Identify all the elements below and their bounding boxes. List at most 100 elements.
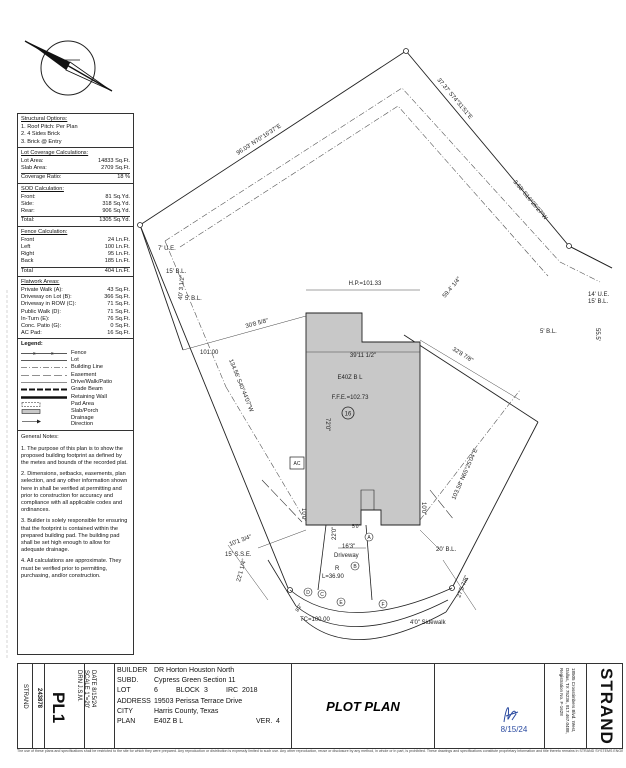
tb-scale: 1"=20' bbox=[83, 691, 89, 709]
dimension-lines bbox=[182, 289, 521, 611]
tb-irc: 2018 bbox=[242, 687, 258, 695]
right-curve-dim: 27'5 7/8" bbox=[456, 575, 470, 599]
tb-scale-label: SCALE bbox=[83, 670, 89, 690]
note-item: 4. All calculations are approximate. The… bbox=[21, 558, 122, 579]
tb-city: Harris County, Texas bbox=[154, 707, 219, 715]
tb-drn: J.S.M. bbox=[76, 684, 82, 702]
sidewalk-label: 4'0" Sidewalk bbox=[410, 620, 447, 626]
tb-subdivision: Cypress Green Section 11 bbox=[154, 677, 236, 685]
legend-item: Building Line bbox=[21, 364, 130, 371]
front-gap-left: 10'0" bbox=[300, 508, 306, 521]
info-panel: Structural Options: 1. Roof Pitch: Per P… bbox=[17, 113, 134, 655]
dim-west: 40' 3 1/2" bbox=[178, 275, 186, 300]
bl-east-2: 5' B.L. bbox=[540, 329, 557, 335]
callout-a: A bbox=[367, 535, 371, 541]
driveway-and-street bbox=[267, 524, 469, 640]
tb-builder: DR Horton Houston North bbox=[154, 667, 235, 674]
call-southeast: 103.58' N65°25'04"E bbox=[451, 448, 479, 501]
tb-sheet-cell: PL1 bbox=[44, 664, 85, 748]
dim-right: 32'8 7/8" bbox=[451, 347, 474, 364]
house-width: 39'11 1/2" bbox=[350, 353, 376, 359]
call-ne-top: 37.37' S74°31'51"E bbox=[435, 77, 473, 120]
note-item: 1. The purpose of this plan is to show t… bbox=[21, 445, 128, 466]
structural-options: Structural Options: 1. Roof Pitch: Per P… bbox=[18, 114, 133, 148]
signature-mark bbox=[503, 707, 519, 723]
note-item: 2. Dimensions, setbacks, easements, plan… bbox=[21, 471, 128, 514]
tb-job-number: 243878 bbox=[36, 688, 42, 709]
callout-f: F bbox=[381, 602, 384, 608]
legend-item: Pad Area bbox=[21, 401, 130, 408]
tb-drawn-strip: STRAND bbox=[18, 664, 33, 748]
tb-signature-cell: 8/15/24 bbox=[434, 664, 545, 748]
front-left-long: 10'1 3/4" bbox=[229, 534, 253, 548]
coverage-row: Lot Area:14833 Sq.Ft. bbox=[21, 158, 130, 165]
callout-e: E bbox=[339, 600, 343, 606]
call-ne-mid: 3.58' S16°25'27"W bbox=[511, 179, 548, 221]
tb-company-address: 18505 Crosstimbers Blvd. West, Dallas, T… bbox=[544, 664, 587, 748]
tb-date-label: DATE bbox=[90, 670, 96, 686]
coverage-row: Coverage Ratio:18 % bbox=[21, 173, 130, 181]
building-line-icon bbox=[21, 367, 67, 369]
tb-plan: E40Z B L bbox=[154, 718, 184, 726]
coverage-row: Slab Area:2709 Sq.Ft. bbox=[21, 165, 130, 172]
footer-disclaimer: The use of these plans and specification… bbox=[17, 749, 623, 753]
call-north: 96.03' N70°16'37"E bbox=[236, 123, 283, 156]
pad-area-icon bbox=[21, 402, 41, 407]
left-curve-dim: 22'1 1/4" bbox=[236, 558, 248, 582]
driveway-label: Driveway bbox=[334, 553, 359, 559]
legend-item: Easement bbox=[21, 372, 130, 379]
ffe-label: F.F.E.=102.73 bbox=[332, 395, 370, 401]
front-gap-right: 10'0" bbox=[420, 502, 426, 515]
sod-row: Front:81 Sq.Yd. bbox=[21, 193, 130, 200]
callout-c: C bbox=[320, 592, 324, 598]
callout-d: D bbox=[306, 590, 310, 596]
house-slab: E40Z B L F.F.E.=102.73 16 bbox=[305, 312, 421, 526]
ue-west: 7' U.E. bbox=[158, 246, 176, 252]
tb-title: PLOT PLAN bbox=[326, 699, 400, 714]
bl-east: 15' B.L. bbox=[588, 299, 608, 305]
fence-title: Fence Calculation: bbox=[21, 228, 68, 235]
tb-version: 4 bbox=[276, 718, 280, 726]
small-dim: 8'2" bbox=[295, 603, 304, 613]
drainage-arrow-icon bbox=[22, 419, 41, 424]
ac-label: AC bbox=[294, 461, 301, 467]
legend-item: Grade Beam bbox=[21, 386, 130, 393]
house-plan-label: E40Z B L bbox=[337, 375, 363, 381]
bl-west: 15' B.L. bbox=[166, 269, 186, 275]
tb-block: 3 bbox=[204, 687, 208, 695]
fence-line bbox=[261, 479, 455, 523]
tb-lot: 6 bbox=[154, 687, 158, 695]
slab-porch-icon bbox=[21, 409, 41, 415]
flatwork-title: Flatwork Areas: bbox=[21, 278, 60, 285]
structural-item: 3. Brick @ Entry bbox=[21, 138, 62, 145]
curve-length: L=36.90 bbox=[322, 574, 345, 580]
call-ne-corner: 55.5' bbox=[594, 328, 600, 341]
side-note-mark bbox=[6, 290, 8, 660]
bl-west-2: 5' B.L. bbox=[185, 296, 202, 302]
svg-text:x: x bbox=[51, 351, 54, 356]
sod-total: Total:1305 Sq.Yd. bbox=[21, 216, 130, 224]
flatwork-row: Conc. Patio (G):0 Sq.Ft. bbox=[21, 323, 130, 330]
drive-depth: 22'0" bbox=[332, 527, 338, 540]
curve-r: R bbox=[335, 566, 340, 572]
notes-title: General Notes: bbox=[21, 434, 59, 441]
structural-item: 2. 4 Sides Brick bbox=[21, 131, 60, 138]
sod-row: Side:318 Sq.Yd. bbox=[21, 201, 130, 208]
structural-title: Structural Options: bbox=[21, 116, 68, 122]
strand-logo: STRAND bbox=[597, 668, 616, 745]
legend-title: Legend: bbox=[21, 341, 43, 348]
coverage-title: Lot Coverage Calculations: bbox=[21, 149, 89, 156]
legend-item: Slab/Porch bbox=[21, 408, 130, 415]
tb-title-cell: PLOT PLAN bbox=[292, 664, 435, 748]
call-west: 134.56' S40°44'07"W bbox=[227, 359, 254, 414]
lot-number-label: 16 bbox=[345, 412, 352, 418]
legend-item: Drive/Walk/Patio bbox=[21, 379, 130, 386]
